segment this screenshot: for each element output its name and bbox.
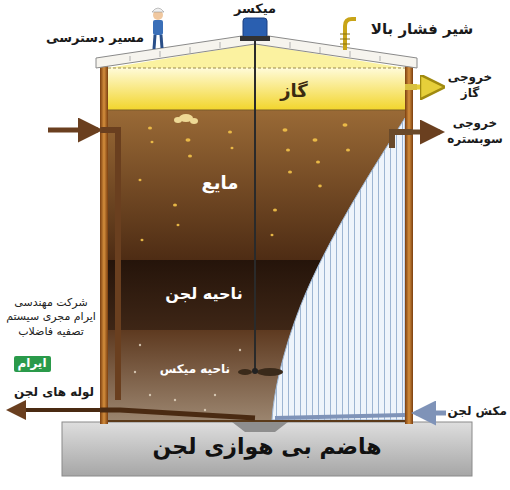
suction-pipe (275, 415, 405, 418)
inlet-arrow (48, 128, 98, 133)
zone-label: مایع (202, 172, 239, 194)
sludge-pipe (100, 410, 255, 418)
gas-pipe (405, 84, 417, 90)
zone-band: ناحیه میکس (108, 330, 405, 422)
callout-label: لوله های لجن (14, 385, 94, 401)
zone-band: مایع (108, 110, 405, 260)
gas-bubbles (139, 114, 351, 241)
callout-label: میکسر (234, 1, 276, 18)
zone-band: گاز (108, 68, 405, 110)
mixer (238, 18, 283, 376)
callout-label: مکش لجن (447, 404, 507, 420)
inlet-pipe (100, 130, 118, 400)
cutaway-screen (272, 118, 405, 420)
sludge-outlet-arrow (10, 408, 100, 412)
gas-zone (108, 68, 405, 110)
tank-wall (100, 58, 108, 424)
zone-band: ناحیه لجن (108, 260, 405, 330)
callout-label: خروجی سوبستره (444, 116, 506, 147)
sump (232, 422, 288, 432)
callout-label: شیر فشار بالا (371, 20, 473, 40)
tank-floor (108, 420, 405, 422)
tank-roof (96, 34, 417, 68)
zone-label: ناحیه میکس (160, 362, 230, 376)
tank-wall (405, 58, 413, 424)
base-slab (62, 422, 472, 476)
logo-text: ایرام (14, 356, 51, 372)
liquid-surface (108, 110, 405, 111)
callout-label: مسیر دسترسی (46, 30, 144, 47)
substrate-pipe (392, 132, 413, 148)
gas-outlet-arrow (417, 85, 440, 90)
worker-figure (152, 8, 164, 49)
tank-contents (108, 44, 405, 422)
callout-label: خروجی گاز (443, 70, 497, 101)
zone-label: گاز (280, 80, 308, 102)
suction-arrow (416, 411, 446, 416)
base-slab-band: هاضم بی هوازی لجن (62, 422, 472, 476)
zone-label: ناحیه لجن (165, 284, 242, 303)
title-text: هاضم بی هوازی لجن (153, 434, 382, 460)
watermark-text: شرکت مهندسی ایرام مجری سیستم تصفیه فاضلا… (3, 296, 99, 339)
pipework (10, 84, 446, 418)
pressure-valve (340, 19, 356, 50)
substrate-outlet-arrow (413, 130, 440, 135)
